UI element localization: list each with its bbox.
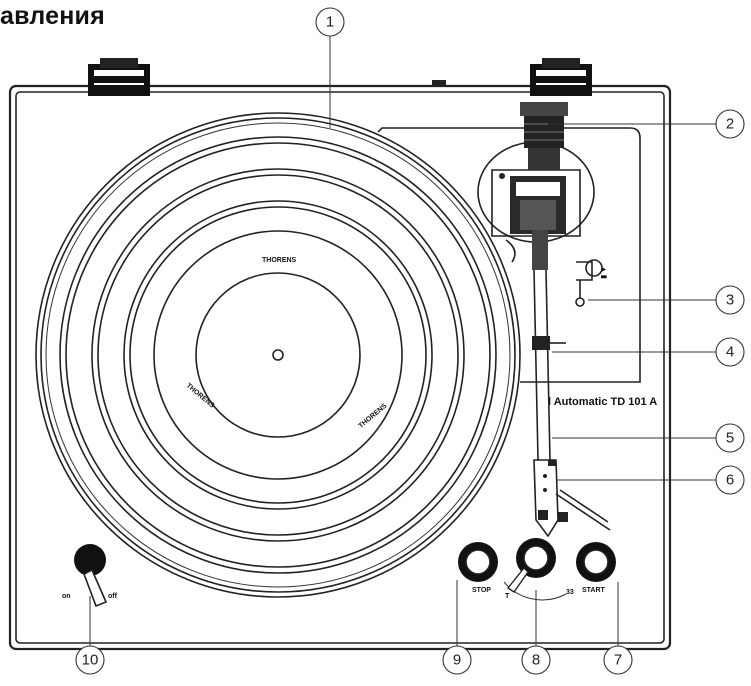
power-switch bbox=[74, 544, 108, 608]
svg-text:5: 5 bbox=[726, 430, 734, 447]
knob-mid-label-left: T bbox=[505, 593, 510, 600]
plinth-inner bbox=[15, 91, 665, 644]
mat-logo-left: THORENS bbox=[185, 382, 216, 410]
start-knob bbox=[576, 542, 616, 582]
headshell bbox=[533, 459, 611, 538]
platter bbox=[35, 112, 521, 598]
svg-text:9: 9 bbox=[453, 652, 461, 669]
hinge-left bbox=[88, 58, 150, 96]
knob-right-label: START bbox=[582, 587, 606, 594]
svg-text:1: 1 bbox=[326, 14, 334, 31]
svg-text:6: 6 bbox=[726, 472, 734, 489]
page-title: авления bbox=[0, 2, 105, 30]
counterweight bbox=[520, 102, 568, 170]
switch-label-right: off bbox=[108, 593, 118, 600]
plinth-outer bbox=[8, 84, 672, 651]
callout-7: 7 bbox=[603, 645, 633, 675]
top-notch bbox=[432, 80, 446, 86]
knob-mid-label-right: 33 bbox=[566, 589, 574, 596]
svg-text:4: 4 bbox=[726, 344, 734, 361]
hinge-right bbox=[530, 58, 592, 96]
callout-4: 4 bbox=[715, 337, 745, 367]
mat-logo-right: THORENS bbox=[358, 402, 389, 430]
svg-text:7: 7 bbox=[614, 652, 622, 669]
speed-knob bbox=[503, 538, 567, 601]
callout-1: 1 bbox=[315, 7, 345, 37]
callout-6: 6 bbox=[715, 465, 745, 495]
cue-lever: ▲ ▮ bbox=[575, 259, 607, 307]
stop-knob bbox=[458, 542, 498, 582]
callout-10: 10 bbox=[75, 645, 105, 675]
switch-label-left: on bbox=[62, 593, 71, 600]
platter-logo: THORENS bbox=[262, 257, 297, 264]
svg-text:3: 3 bbox=[726, 292, 734, 309]
tonearm bbox=[532, 230, 566, 461]
callout-5: 5 bbox=[715, 423, 745, 453]
svg-text:8: 8 bbox=[532, 652, 540, 669]
model-label: l Automatic TD 101 A bbox=[548, 396, 657, 408]
callout-9: 9 bbox=[442, 645, 472, 675]
svg-text:10: 10 bbox=[82, 652, 99, 669]
callout-2: 2 bbox=[715, 109, 745, 139]
tonearm-plate bbox=[377, 127, 641, 383]
tonearm-pivot bbox=[477, 141, 595, 263]
callout-8: 8 bbox=[521, 645, 551, 675]
knob-left-label: STOP bbox=[472, 587, 491, 594]
svg-text:▲ ▮: ▲ ▮ bbox=[600, 266, 607, 279]
svg-text:2: 2 bbox=[726, 116, 734, 133]
callout-3: 3 bbox=[715, 285, 745, 315]
